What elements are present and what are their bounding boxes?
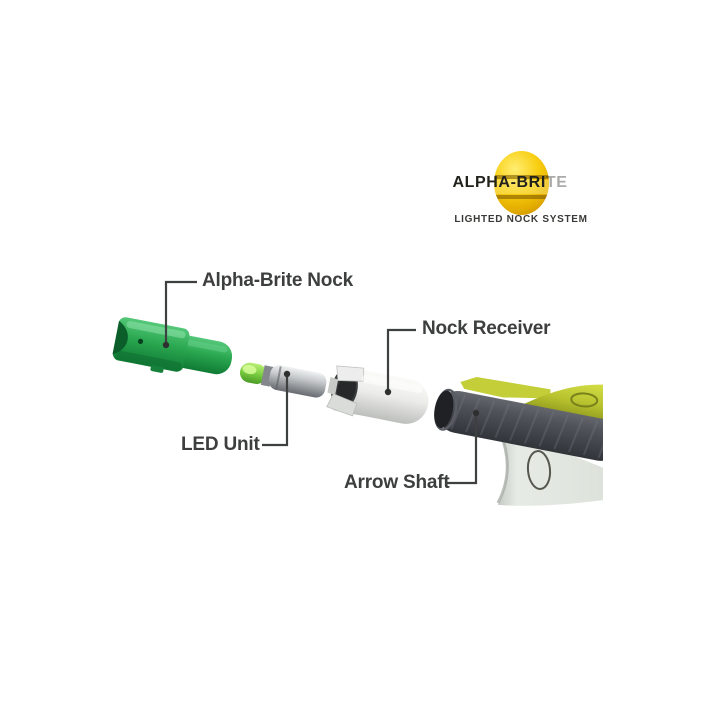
arrow-shaft-illustration — [434, 376, 603, 506]
logo-brand-faded: TE — [545, 174, 568, 191]
led-unit-illustration — [239, 362, 327, 398]
leader-led — [262, 374, 289, 447]
small-vane — [460, 376, 551, 399]
leader-receiver — [386, 328, 416, 392]
vane-logo — [570, 392, 599, 408]
label-nock-receiver: Nock Receiver — [422, 318, 551, 339]
logo-brand-main: ALPHA-BRI — [452, 174, 546, 191]
label-alpha-brite-nock: Alpha-Brite Nock — [202, 270, 353, 291]
label-arrow-shaft: Arrow Shaft — [344, 472, 450, 493]
leader-lines — [164, 280, 478, 485]
logo-brand-text: ALPHA-BRITE — [430, 174, 590, 192]
label-led-unit: LED Unit — [181, 434, 260, 455]
logo-tagline: LIGHTED NOCK SYSTEM — [454, 214, 588, 225]
leader-shaft — [446, 413, 478, 485]
white-vane-logo — [526, 450, 552, 490]
nock-string-groove — [112, 320, 128, 355]
led-body — [268, 365, 327, 398]
shaft-tube — [436, 391, 603, 461]
logo-ball-icon — [494, 151, 549, 215]
leader-nock — [164, 280, 197, 345]
alpha-brite-nock-illustration — [112, 317, 233, 375]
alpha-brite-logo: ALPHA-BRITE LIGHTED NOCK SYSTEM — [441, 145, 601, 240]
shaft-opening — [434, 390, 454, 429]
leader-dots — [162, 341, 480, 417]
nock-receiver-illustration — [326, 365, 429, 424]
